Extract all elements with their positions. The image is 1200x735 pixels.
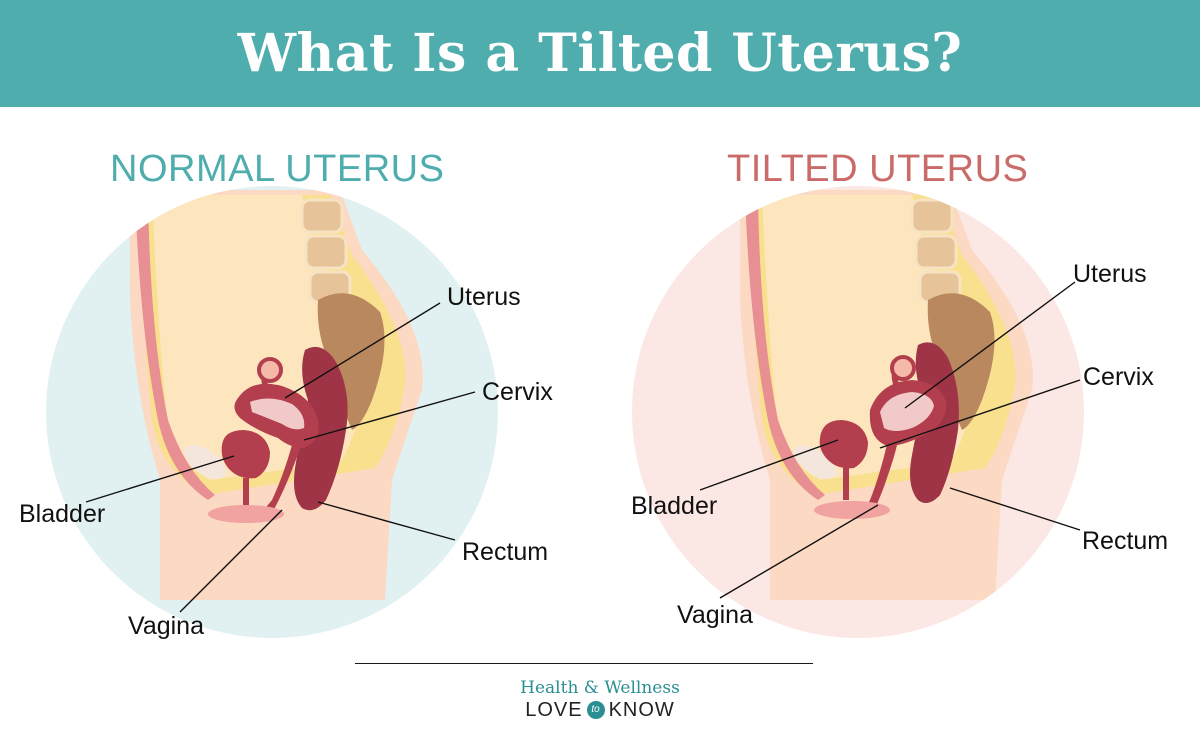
brand-know: KNOW: [608, 699, 675, 721]
tilted-vagina-organ: [860, 440, 898, 518]
normal-uterus-lining: [250, 398, 305, 430]
normal-sacrum: [317, 293, 385, 430]
tilted-sacrum: [927, 293, 995, 430]
header-banner: What Is a Tilted Uterus?: [0, 0, 1200, 107]
normal-label-uterus: Uterus: [447, 283, 521, 311]
tilted-label-uterus: Uterus: [1073, 260, 1147, 288]
normal-rectum-organ: [294, 346, 348, 511]
tilted-bladder-organ: [819, 420, 868, 469]
normal-label-bladder: Bladder: [19, 500, 106, 528]
normal-label-vagina: Vagina: [128, 612, 204, 640]
normal-label-cervix: Cervix: [482, 378, 553, 406]
normal-spine: [300, 198, 352, 304]
brand-to-badge: to: [586, 701, 605, 719]
tilted-label-rectum: Rectum: [1082, 527, 1169, 555]
brand-love: LOVE: [525, 699, 583, 721]
tilted-pubic-bone: [794, 445, 836, 479]
brand-top-text: Health & Wellness: [520, 678, 680, 698]
tilted-label-vagina: Vagina: [677, 601, 753, 629]
tilted-spine: [910, 198, 962, 304]
tilted-label-bladder: Bladder: [631, 492, 718, 520]
brand-bottom-text: LOVE to KNOW: [525, 698, 675, 722]
footer-divider: [355, 663, 813, 664]
tilted-uterus-lining: [880, 392, 934, 431]
tilted-ovary: [890, 355, 916, 381]
normal-uterus-title: NORMAL UTERUS: [110, 148, 445, 190]
tilted-label-cervix: Cervix: [1083, 363, 1154, 391]
normal-uterus-diagram: [46, 186, 498, 638]
normal-bladder-organ: [221, 430, 270, 479]
tilted-uterus-diagram: [632, 186, 1084, 638]
normal-leader-lines: [85, 302, 476, 613]
normal-labia: [208, 505, 284, 523]
normal-pubic-bone: [184, 445, 226, 479]
normal-ovary: [257, 357, 283, 383]
normal-vagina-organ: [258, 430, 304, 520]
tilted-abdominal-wall: [745, 195, 825, 500]
brand-logo: Health & Wellness LOVE to KNOW: [0, 678, 1200, 722]
page-title: What Is a Tilted Uterus?: [237, 23, 963, 84]
tilted-uterus-title: TILTED UTERUS: [727, 148, 1029, 190]
tilted-labia: [814, 501, 890, 519]
tilted-leader-lines: [699, 281, 1081, 599]
normal-label-rectum: Rectum: [462, 538, 549, 566]
